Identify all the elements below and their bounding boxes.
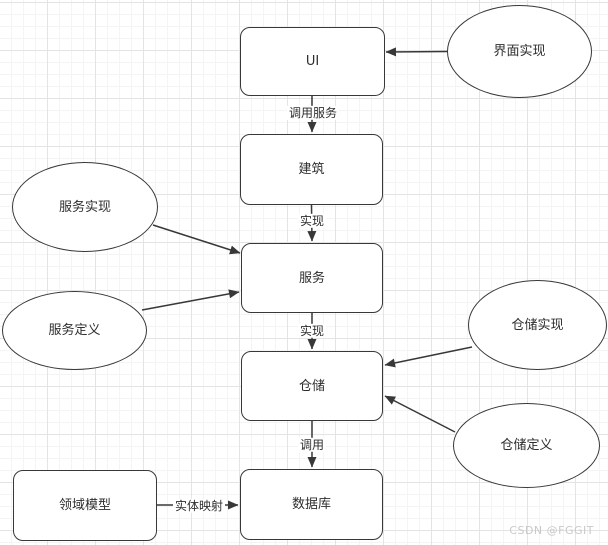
edge-label-call: 调用 xyxy=(297,437,327,453)
edge-service-impl-to-service xyxy=(152,224,241,255)
node-database: 数据库 xyxy=(240,469,383,540)
edge-label-entity-mapping: 实体映射 xyxy=(172,498,226,514)
node-repository: 仓储 xyxy=(241,351,383,421)
edge-repo-def-to-repository xyxy=(384,395,456,433)
node-service-impl: 服务实现 xyxy=(12,162,158,252)
node-architecture: 建筑 xyxy=(240,134,383,205)
edge-label-call-service: 调用服务 xyxy=(286,105,340,121)
edge-service-def-to-service xyxy=(141,289,240,311)
edge-label-implement-upper: 实现 xyxy=(297,213,327,229)
node-repo-def: 仓储定义 xyxy=(453,403,600,488)
node-service: 服务 xyxy=(241,243,383,313)
watermark-text: CSDN @FGGIT xyxy=(509,524,594,537)
edge-repo-impl-to-repository xyxy=(384,346,473,368)
node-ui: UI xyxy=(240,27,385,96)
edge-ui-impl-to-ui xyxy=(385,47,448,57)
node-domain-model: 领域模型 xyxy=(13,470,157,541)
node-ui-impl: 界面实现 xyxy=(447,5,592,98)
edge-label-implement-lower: 实现 xyxy=(297,323,327,339)
node-service-def: 服务定义 xyxy=(2,291,147,370)
node-repo-impl: 仓储实现 xyxy=(468,280,607,370)
